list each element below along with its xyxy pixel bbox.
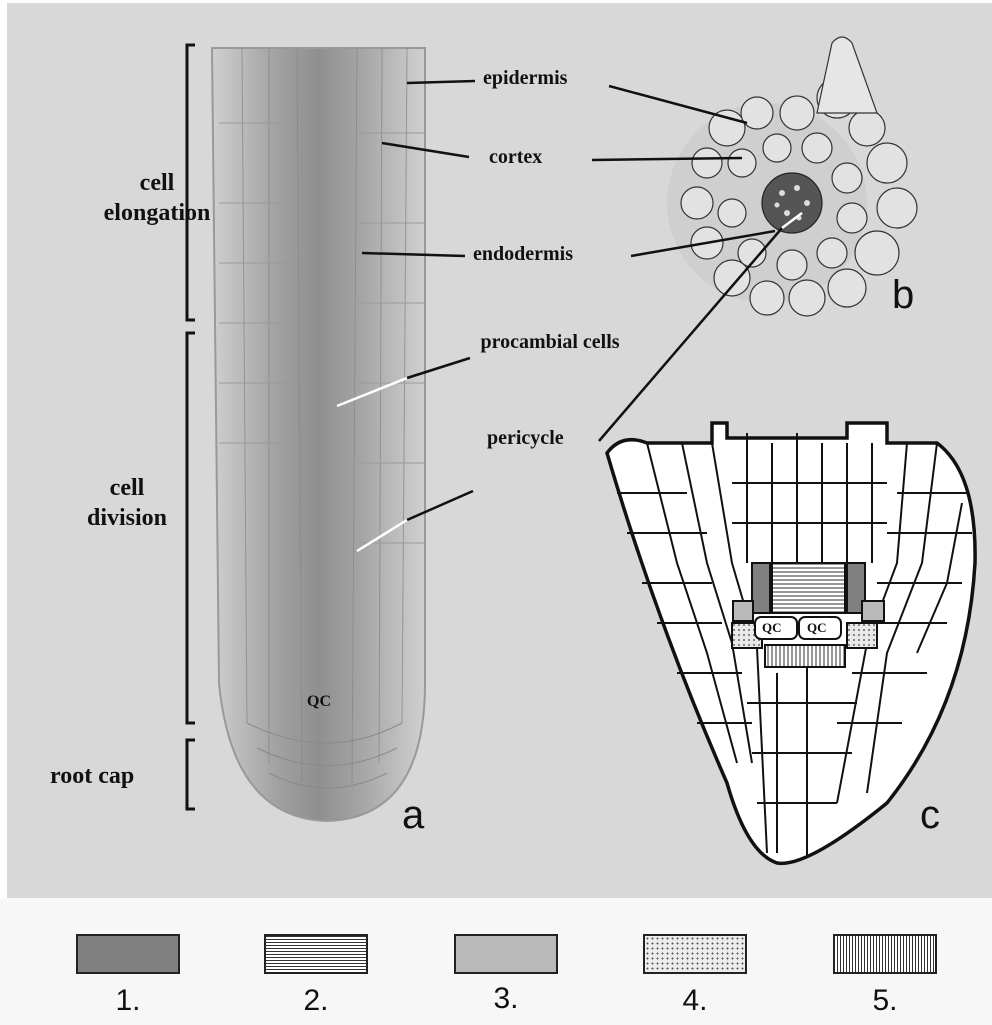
label-procambial-cells: procambial cells bbox=[480, 329, 620, 355]
panel-letter-c: c bbox=[920, 793, 940, 838]
legend-number: 2. bbox=[264, 984, 368, 1018]
legend-number: 3. bbox=[454, 982, 558, 1016]
legend: 1. 2. 3. 4. 5. bbox=[0, 898, 992, 1025]
zone-label-root-cap: root cap bbox=[50, 763, 134, 790]
legend-swatch-vertical-lines bbox=[833, 934, 937, 974]
label-cortex: cortex bbox=[489, 146, 542, 169]
panel-letter-b: b bbox=[892, 273, 914, 318]
label-qc-a: QC bbox=[307, 693, 331, 711]
figure-panel: cell elongation cell division root cap e… bbox=[7, 3, 992, 898]
label-qc-left: QC bbox=[762, 620, 782, 636]
label-endodermis: endodermis bbox=[473, 243, 573, 266]
legend-swatch-dark bbox=[76, 934, 180, 974]
label-epidermis: epidermis bbox=[483, 67, 567, 90]
panel-letter-a: a bbox=[402, 793, 424, 838]
zone-brackets bbox=[187, 45, 195, 809]
legend-number: 1. bbox=[76, 984, 180, 1018]
zone-label-division: cell division bbox=[67, 473, 187, 533]
figure-drawing bbox=[7, 3, 992, 898]
root-cross-section bbox=[667, 37, 917, 316]
legend-swatch-dots bbox=[643, 934, 747, 974]
legend-swatch-horizontal-lines bbox=[264, 934, 368, 974]
legend-number: 5. bbox=[833, 984, 937, 1018]
legend-swatch-light bbox=[454, 934, 558, 974]
label-qc-right: QC bbox=[807, 620, 827, 636]
label-pericycle: pericycle bbox=[487, 427, 564, 450]
zone-label-elongation: cell elongation bbox=[97, 168, 217, 228]
legend-number: 4. bbox=[643, 984, 747, 1018]
